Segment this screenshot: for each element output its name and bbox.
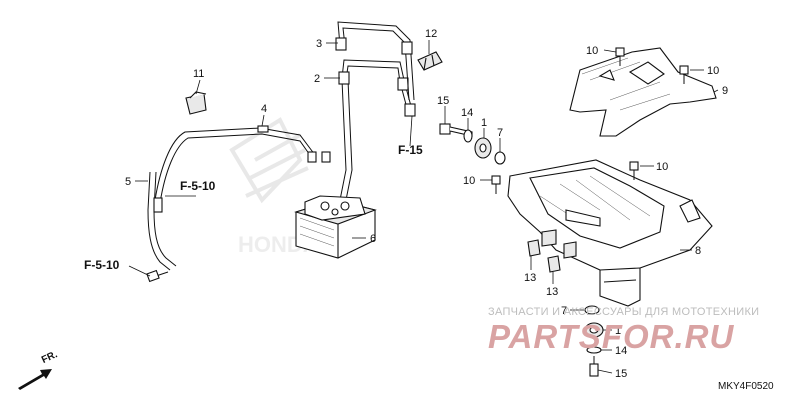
watermark-logo: PARTSFOR.RU bbox=[488, 318, 735, 355]
callout-1-lower: 1 bbox=[615, 325, 621, 337]
callout-10-d: 10 bbox=[463, 175, 475, 187]
callout-9: 9 bbox=[722, 85, 728, 97]
callout-14-lower: 14 bbox=[615, 345, 627, 357]
abs-modulator-6 bbox=[294, 195, 377, 259]
bolt-10-d bbox=[491, 175, 501, 194]
leader-lines bbox=[128, 40, 719, 374]
callout-13-b: 13 bbox=[546, 286, 558, 298]
callout-11: 11 bbox=[193, 68, 204, 80]
brake-pipe-4 bbox=[154, 125, 331, 204]
bolt-10-c bbox=[629, 161, 639, 180]
washer-14-upper bbox=[463, 129, 473, 143]
callout-13-a: 13 bbox=[524, 272, 536, 284]
callout-7-upper: 7 bbox=[497, 127, 503, 139]
ref-f510-lower: F-5-10 bbox=[84, 258, 120, 272]
collar-7-lower bbox=[584, 305, 600, 315]
bolt-10-b bbox=[679, 65, 689, 84]
callout-6: 6 bbox=[370, 233, 376, 245]
callout-7-lower: 7 bbox=[561, 305, 567, 317]
brake-pipe-2 bbox=[338, 59, 416, 201]
callout-8: 8 bbox=[695, 245, 701, 257]
callout-15-upper: 15 bbox=[437, 95, 449, 107]
clip-11 bbox=[185, 91, 207, 115]
callout-10-c: 10 bbox=[656, 161, 668, 173]
collar-7-upper bbox=[494, 151, 506, 165]
callout-10-b: 10 bbox=[707, 65, 719, 77]
callout-5: 5 bbox=[125, 176, 131, 188]
tray-8 bbox=[507, 159, 713, 307]
callout-12: 12 bbox=[425, 28, 437, 40]
clip-13-b bbox=[547, 255, 561, 273]
ref-f15: F-15 bbox=[398, 143, 423, 157]
clip-13-c bbox=[541, 229, 577, 259]
brake-pipe-3 bbox=[335, 21, 415, 101]
ref-f510-upper: F-5-10 bbox=[180, 179, 216, 193]
diagram-code: MKY4F0520 bbox=[718, 381, 774, 392]
grommet-1-upper bbox=[474, 137, 492, 159]
callout-1-upper: 1 bbox=[481, 117, 487, 129]
bolt-15-lower bbox=[589, 356, 599, 377]
callout-4: 4 bbox=[261, 103, 267, 115]
callout-3: 3 bbox=[316, 38, 322, 50]
callout-14-upper: 14 bbox=[461, 107, 473, 119]
clip-13-a bbox=[527, 239, 541, 257]
cover-9 bbox=[569, 47, 717, 137]
brake-pipe-5 bbox=[146, 171, 177, 283]
clamp-12 bbox=[417, 51, 443, 71]
watermark-caption: ЗАПЧАСТИ И АКСЕССУАРЫ ДЛЯ МОТОТЕХНИКИ bbox=[488, 306, 760, 318]
callout-10-a: 10 bbox=[586, 45, 598, 57]
callout-2: 2 bbox=[314, 73, 320, 85]
front-direction-arrow bbox=[18, 369, 52, 390]
callout-15-lower: 15 bbox=[615, 368, 627, 380]
